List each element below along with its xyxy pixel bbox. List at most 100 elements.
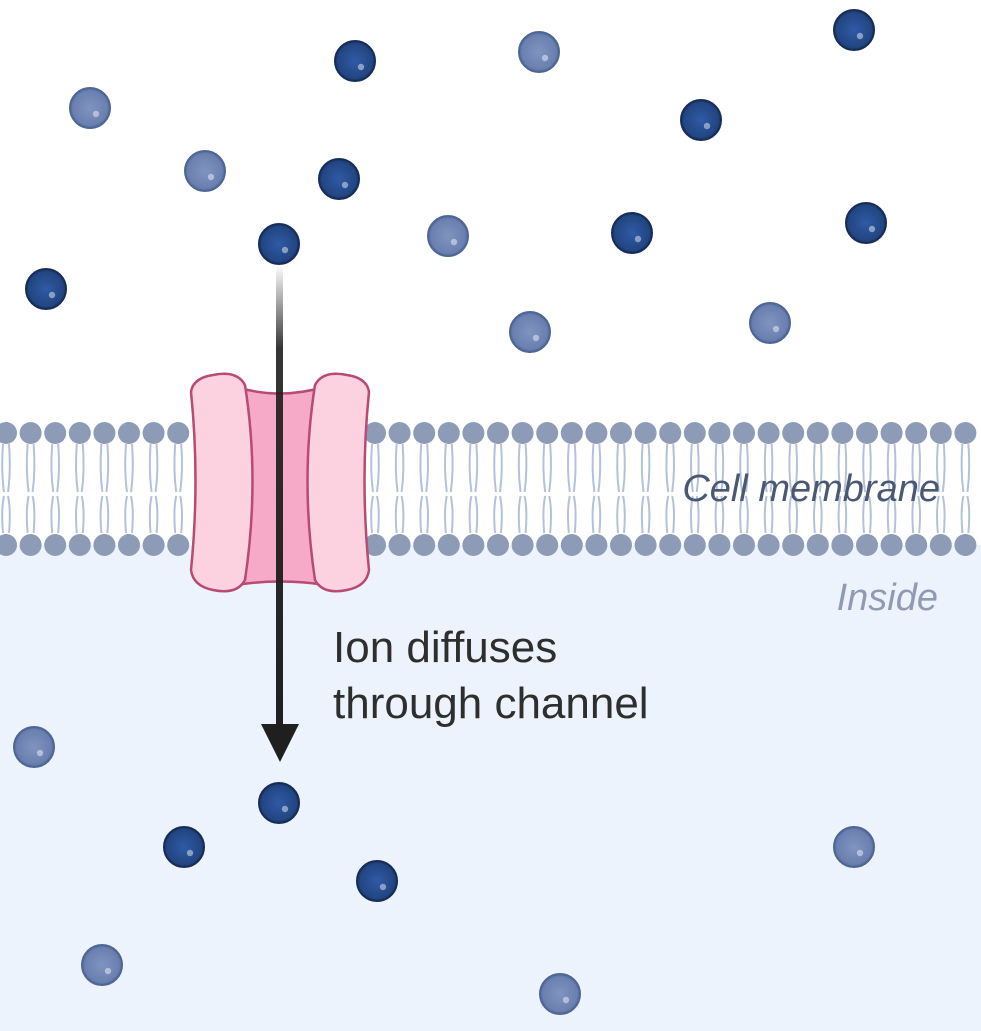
lipid-tail: [591, 495, 602, 534]
lipid-tail: [886, 495, 897, 534]
lipid-head: [68, 534, 91, 556]
lipid-head: [585, 534, 608, 556]
lipid-head: [880, 534, 903, 556]
ion-dark-icon: [258, 223, 300, 265]
lipid-head: [733, 534, 755, 556]
lipid-tail: [567, 495, 577, 534]
ion-dark-icon: [318, 158, 360, 200]
lipid-tail: [911, 443, 921, 493]
lipid-tail: [75, 443, 85, 493]
lipid-head: [806, 534, 829, 556]
lipid-tail: [788, 495, 798, 534]
lipid-head: [708, 422, 731, 444]
ion-dark-icon: [680, 99, 722, 141]
ion-dark-icon: [25, 268, 67, 310]
inside-region: [0, 545, 981, 1031]
membrane-lipid-tails: [1, 443, 971, 534]
lipid-tail: [936, 495, 946, 534]
lipid-tail: [763, 443, 774, 493]
lipid-tail: [148, 443, 159, 493]
lipid-head: [610, 422, 632, 444]
ion-dark-icon: [833, 9, 875, 51]
lipid-tail: [99, 443, 110, 493]
lipid-head: [733, 422, 755, 444]
lipid-tail: [616, 443, 626, 493]
lipid-head: [708, 534, 731, 556]
lipid-tail: [75, 495, 85, 534]
lipid-tail: [960, 443, 971, 493]
ion-dark-icon: [356, 860, 398, 902]
lipid-head: [437, 534, 460, 556]
ion-dark-icon: [163, 826, 205, 868]
ion-light-icon: [13, 726, 55, 768]
lipid-tail: [468, 495, 479, 534]
lipid-head: [118, 534, 140, 556]
lipid-head: [831, 422, 854, 444]
cell-membrane-label: Cell membrane: [682, 468, 940, 510]
lipid-tail: [444, 495, 454, 534]
lipid-tail: [665, 443, 675, 493]
lipid-head: [929, 534, 952, 556]
lipid-head: [19, 534, 42, 556]
ion-light-icon: [184, 150, 226, 192]
ion-light-icon: [509, 311, 551, 353]
lipid-head: [585, 422, 608, 444]
lipid-head: [856, 534, 878, 556]
lipid-head: [167, 534, 190, 556]
lipid-head: [413, 422, 436, 444]
lipid-head: [462, 422, 485, 444]
ion-light-icon: [69, 87, 111, 129]
lipid-tail: [714, 443, 725, 493]
ion-dark-icon: [258, 782, 300, 824]
lipid-head: [905, 534, 928, 556]
lipid-head: [536, 422, 559, 444]
caption-line-1: Ion diffuses: [333, 623, 557, 672]
lipid-head: [610, 534, 632, 556]
lipid-tail: [739, 495, 749, 534]
diffusion-arrow-icon: [261, 265, 299, 762]
lipid-tail: [99, 495, 110, 534]
lipid-head: [487, 422, 509, 444]
lipid-tail: [640, 495, 651, 534]
lipid-tail: [714, 495, 725, 534]
lipid-tail: [886, 443, 897, 493]
lipid-head: [954, 534, 977, 556]
lipid-head: [806, 422, 829, 444]
lipid-tail: [50, 495, 60, 534]
ion-light-icon: [749, 302, 791, 344]
lipid-tail: [960, 495, 971, 534]
lipid-tail: [911, 495, 921, 534]
lipid-tail: [50, 443, 60, 493]
lipid-tail: [788, 443, 798, 493]
caption-line-2: through channel: [333, 679, 649, 728]
lipid-head: [19, 422, 42, 444]
lipid-head: [929, 422, 952, 444]
lipid-tail: [739, 443, 749, 493]
ion-dark-icon: [611, 212, 653, 254]
lipid-tail: [640, 443, 651, 493]
lipid-tail: [690, 495, 700, 534]
ions-group: [13, 9, 887, 1015]
lipid-head: [118, 422, 140, 444]
lipid-tail: [394, 443, 405, 493]
lipid-head: [560, 534, 583, 556]
lipid-head: [856, 422, 878, 444]
lipid-head: [757, 534, 780, 556]
ion-light-icon: [81, 944, 123, 986]
lipid-tail: [813, 495, 823, 534]
lipid-head: [0, 534, 17, 556]
lipid-head: [659, 534, 682, 556]
lipid-tail: [862, 443, 872, 493]
lipid-tail: [493, 443, 503, 493]
lipid-head: [142, 422, 165, 444]
ion-light-icon: [518, 31, 560, 73]
ion-dark-icon: [334, 40, 376, 82]
lipid-head: [954, 422, 977, 444]
lipid-tail: [862, 495, 872, 534]
lipid-head: [364, 422, 386, 444]
lipid-head: [388, 422, 411, 444]
lipid-head: [142, 534, 165, 556]
lipid-head: [782, 534, 805, 556]
